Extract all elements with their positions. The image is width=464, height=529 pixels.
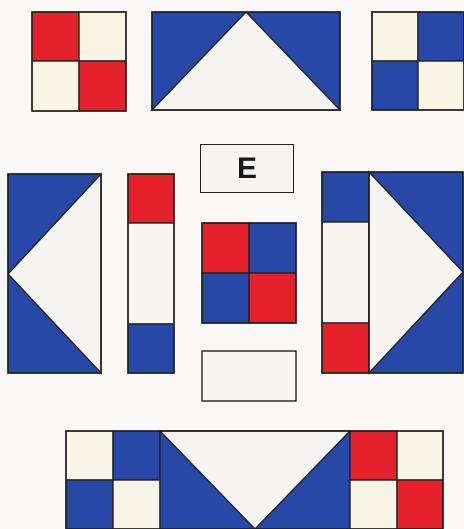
block-label-box: E: [200, 144, 294, 193]
block-label: E: [237, 154, 257, 184]
four-patch-bottom-right: [350, 431, 443, 529]
four-patch-top-right: [372, 12, 464, 110]
plain-rectangle-bottom: [202, 351, 296, 401]
flying-geese-left: [8, 174, 101, 373]
four-patch-top-left: [32, 12, 126, 111]
flying-geese-top: [152, 12, 340, 110]
strip-right: [322, 172, 369, 373]
four-patch-center: [202, 223, 296, 323]
four-patch-bottom-left: [66, 431, 160, 529]
flying-geese-right: [369, 172, 463, 373]
flying-geese-bottom: [160, 431, 350, 529]
strip-left: [128, 174, 174, 373]
